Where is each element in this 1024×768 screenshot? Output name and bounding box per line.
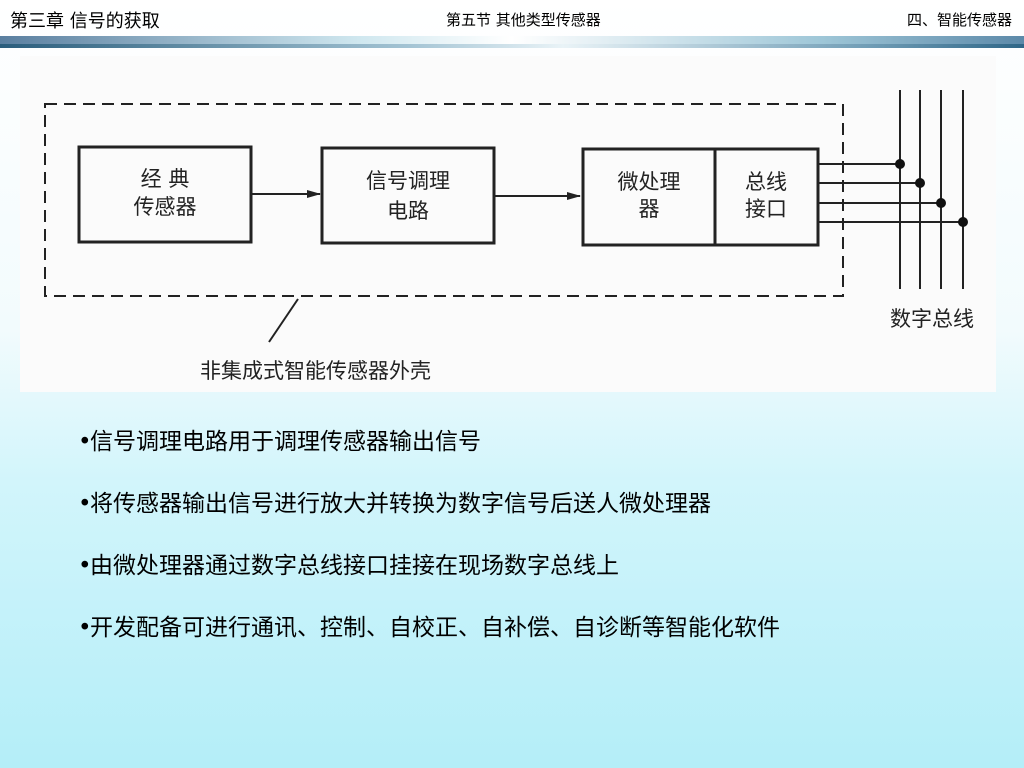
bullet-marker: • xyxy=(78,553,92,579)
diagram-svg: 经 典 传感器 信号调理 电路 微处理 器 总线 接口 数字总线 xyxy=(44,90,974,383)
housing-leader-line xyxy=(268,298,299,343)
classic-sensor-label-1: 经 典 xyxy=(141,167,190,191)
bus-junction-1 xyxy=(895,159,905,169)
section-title: 第五节 其他类型传感器 xyxy=(446,11,601,29)
bus-junction-3 xyxy=(936,198,946,208)
bullet-marker: • xyxy=(78,491,92,517)
bullet-item: •开发配备可进行通讯、控制、自校正、自补偿、自诊断等智能化软件 xyxy=(78,608,998,670)
signal-conditioning-block xyxy=(320,146,496,245)
bus-interface-label-2: 接口 xyxy=(745,197,787,221)
bullet-list: •信号调理电路用于调理传感器输出信号 •将传感器输出信号进行放大并转换为数字信号… xyxy=(78,422,998,670)
bullet-text-4: 开发配备可进行通讯、控制、自校正、自补偿、自诊断等智能化软件 xyxy=(90,615,780,641)
bus-interface-label-1: 总线 xyxy=(745,170,787,194)
bus-junction-4 xyxy=(958,217,968,227)
bullet-text-1: 信号调理电路用于调理传感器输出信号 xyxy=(90,429,481,455)
conditioning-label-1: 信号调理 xyxy=(366,169,450,193)
microprocessor-block xyxy=(581,147,820,247)
housing-outline xyxy=(44,103,844,297)
bullet-text-2: 将传感器输出信号进行放大并转换为数字信号后送人微处理器 xyxy=(90,491,711,517)
micro-label-1: 微处理 xyxy=(618,170,681,194)
bus-junction-2 xyxy=(915,178,925,188)
smart-sensor-block-diagram: 经 典 传感器 信号调理 电路 微处理 器 总线 接口 数字总线 xyxy=(20,56,996,392)
bullet-item: •信号调理电路用于调理传感器输出信号 xyxy=(78,422,998,484)
bullet-item: •将传感器输出信号进行放大并转换为数字信号后送人微处理器 xyxy=(78,484,998,546)
conditioning-label-2: 电路 xyxy=(387,199,429,223)
bullet-text-3: 由微处理器通过数字总线接口挂接在现场数字总线上 xyxy=(90,553,619,579)
header-divider-accent xyxy=(0,44,1024,48)
bullet-item: •由微处理器通过数字总线接口挂接在现场数字总线上 xyxy=(78,546,998,608)
bullet-marker: • xyxy=(78,615,92,641)
slide-header: 第三章 信号的获取 第五节 其他类型传感器 四、智能传感器 xyxy=(0,0,1024,36)
classic-sensor-label-2: 传感器 xyxy=(134,195,197,219)
bullet-marker: • xyxy=(78,429,92,455)
micro-label-2: 器 xyxy=(639,197,660,221)
subsection-title: 四、智能传感器 xyxy=(906,11,1012,29)
chapter-title: 第三章 信号的获取 xyxy=(10,11,160,32)
digital-bus-label: 数字总线 xyxy=(890,307,974,331)
housing-label: 非集成式智能传感器外壳 xyxy=(200,359,431,383)
